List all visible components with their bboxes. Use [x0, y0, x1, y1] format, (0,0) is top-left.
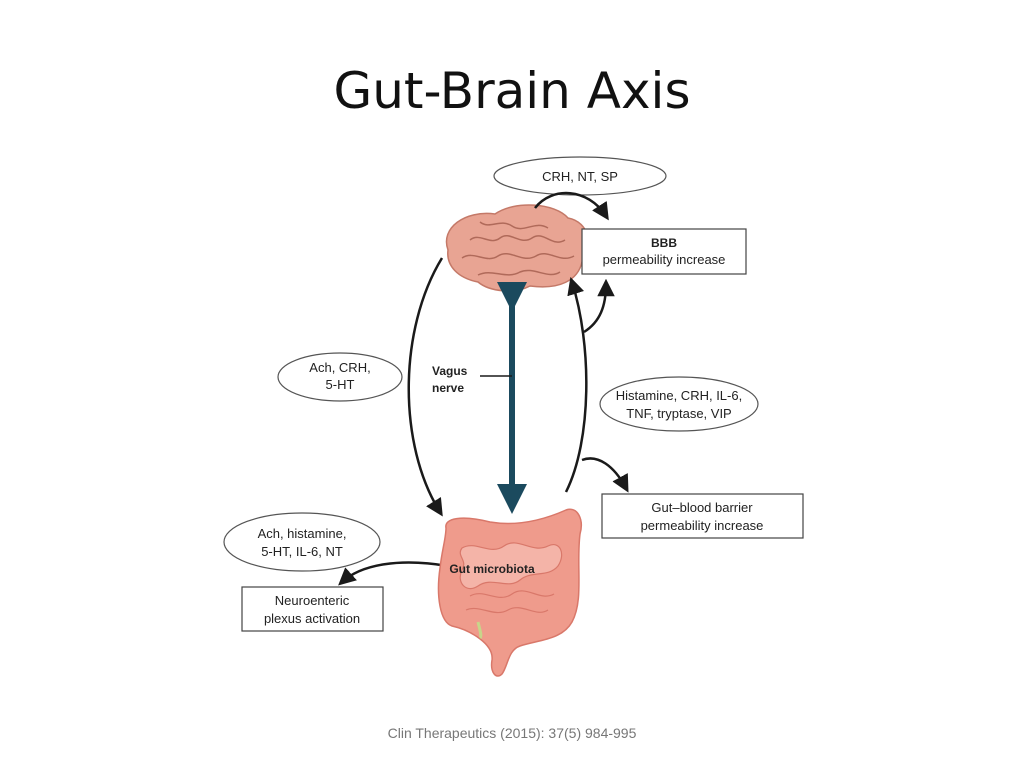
bottom-left-ellipse-line2: 5-HT, IL-6, NT — [261, 544, 343, 559]
arrow-brain-to-gut — [407, 257, 444, 517]
gut-blood-barrier-box — [601, 493, 804, 539]
neuroenteric-line1: Neuroenteric — [275, 593, 350, 608]
right-ellipse-line1: Histamine, CRH, IL-6, — [616, 388, 742, 403]
arrow-to-bbb-lower — [583, 278, 615, 334]
vagus-label-1: Vagus — [432, 364, 468, 378]
gut-blood-barrier-line1: Gut–blood barrier — [651, 500, 753, 515]
bbb-title: BBB — [651, 236, 677, 250]
left-ellipse-line1: Ach, CRH, — [309, 360, 370, 375]
arrow-brain-to-bbb — [534, 191, 609, 221]
bbb-subtitle: permeability increase — [603, 252, 726, 267]
left-ellipse — [277, 352, 403, 402]
bbb-box — [581, 228, 747, 275]
neuroenteric-line2: plexus activation — [264, 611, 360, 626]
brain-illustration — [445, 204, 590, 292]
arrow-to-gut-blood-barrier — [581, 457, 629, 493]
gut-illustration — [437, 508, 582, 677]
top-ellipse-label: CRH, NT, SP — [542, 169, 618, 184]
neuroenteric-box — [241, 586, 384, 632]
right-ellipse-line2: TNF, tryptase, VIP — [626, 406, 731, 421]
citation: Clin Therapeutics (2015): 37(5) 984-995 — [387, 725, 637, 741]
slide-title: Gut-Brain Axis — [333, 62, 691, 120]
left-ellipse-line2: 5-HT — [326, 377, 355, 392]
gut-microbiota-label: Gut microbiota — [449, 562, 535, 576]
arrow-to-neuroenteric — [338, 561, 449, 586]
bottom-left-ellipse — [223, 512, 381, 572]
bottom-left-ellipse-line1: Ach, histamine, — [258, 526, 347, 541]
vagus-label-2: nerve — [432, 381, 464, 395]
right-ellipse — [599, 376, 759, 432]
gut-blood-barrier-line2: permeability increase — [641, 518, 764, 533]
arrow-gut-to-brain — [564, 276, 588, 493]
